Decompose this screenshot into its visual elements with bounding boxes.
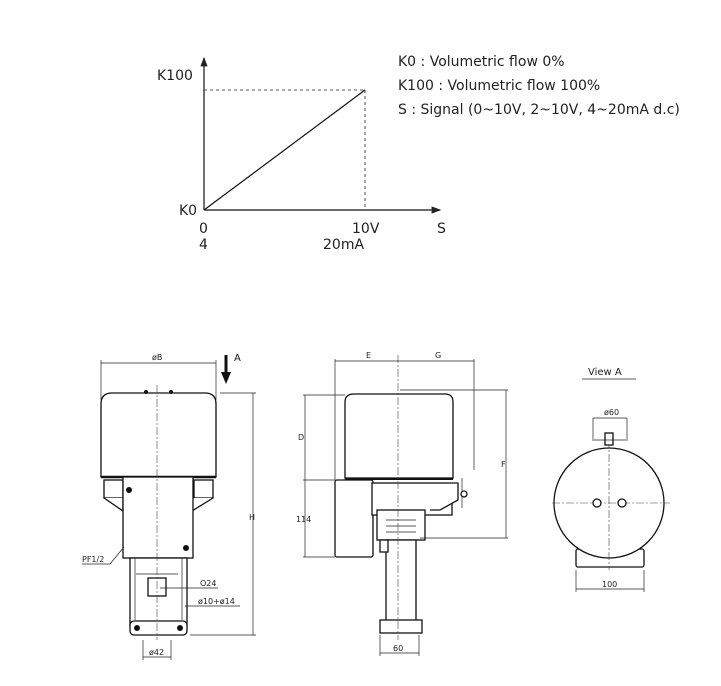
side-view: E G D 114 F 60 — [296, 351, 508, 656]
nut-label: O24 — [200, 579, 216, 588]
dim-e: E — [366, 351, 371, 360]
dim-b: øB — [152, 353, 162, 362]
view-a-arrow-icon — [221, 355, 231, 384]
view-a-title: View A — [588, 367, 622, 378]
view-a: View A ø60 100 — [552, 367, 670, 592]
flow-characteristic-graph: K100 K0 0 4 10V 20mA S — [157, 56, 446, 253]
dim-h: H — [249, 513, 255, 522]
y-origin-label: K0 — [179, 203, 197, 219]
legend-k100: K100 : Volumetric flow 100% — [398, 78, 600, 94]
y-top-label: K100 — [157, 68, 193, 84]
front-view: øB A H PF1/2 O24 ø10+ø14 — [82, 353, 256, 660]
view-a-dim-bottom: 100 — [602, 580, 617, 589]
legend: K0 : Volumetric flow 0% K100 : Volumetri… — [398, 54, 680, 118]
flow-line — [203, 89, 366, 211]
x-max-label-volt: 10V — [352, 221, 380, 237]
base-dia-label: ø42 — [149, 648, 164, 657]
x-axis-label: S — [437, 221, 446, 237]
stem-label: ø10+ø14 — [198, 597, 235, 606]
x-origin-label-volt: 0 — [199, 221, 208, 237]
x-max-label-ma: 20mA — [323, 237, 364, 253]
dim-d: D — [298, 433, 304, 442]
dim-114: 114 — [296, 515, 311, 524]
dim-g: G — [435, 351, 441, 360]
dim-f: F — [501, 460, 506, 469]
view-arrow-label: A — [234, 353, 241, 364]
legend-signal: S : Signal (0~10V, 2~10V, 4~20mA d.c) — [398, 102, 680, 118]
port-label: PF1/2 — [82, 555, 104, 564]
x-origin-label-ma: 4 — [199, 237, 208, 253]
view-a-dim-top: ø60 — [604, 408, 619, 417]
legend-k0: K0 : Volumetric flow 0% — [398, 54, 565, 70]
dim-60: 60 — [393, 644, 403, 653]
